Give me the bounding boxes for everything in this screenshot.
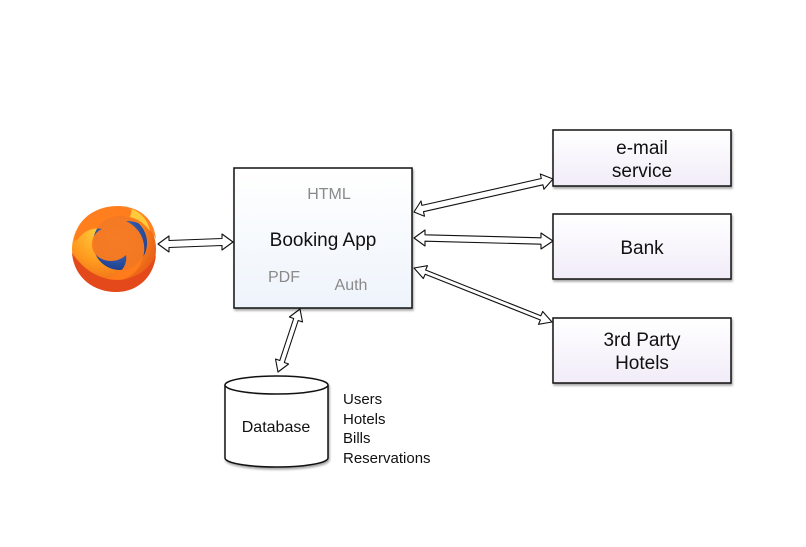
firefox-logo-icon [72,205,156,293]
table-hotels: Hotels [343,411,386,428]
database-label: Database [242,419,311,436]
arrow-app-bank [413,229,554,250]
table-bills: Bills [343,430,371,447]
database-tables-list: Users Hotels Bills Reservations [343,391,431,467]
bank-box: Bank [552,213,732,280]
app-title: Booking App [270,230,377,251]
app-pdf-label: PDF [268,269,300,286]
bank-label: Bank [620,238,664,259]
hotels-line2: Hotels [615,353,669,374]
table-reservations: Reservations [343,450,431,467]
arrow-app-hotels [413,265,553,325]
arrow-browser-app [157,233,234,253]
table-users: Users [343,391,382,408]
booking-app-box: HTML Booking App PDF Auth [233,167,413,309]
email-service-line2: service [612,161,672,182]
app-auth-label: Auth [335,277,368,294]
third-party-hotels-box: 3rd Party Hotels [552,317,732,384]
email-service-box: e-mail service [552,129,732,187]
arrow-app-email [413,173,554,217]
app-html-label: HTML [307,186,351,203]
connection-arrows [157,173,554,373]
database-cylinder [224,375,329,468]
hotels-line1: 3rd Party [603,330,681,351]
email-service-line1: e-mail [616,138,668,159]
arrow-app-database [274,308,304,373]
